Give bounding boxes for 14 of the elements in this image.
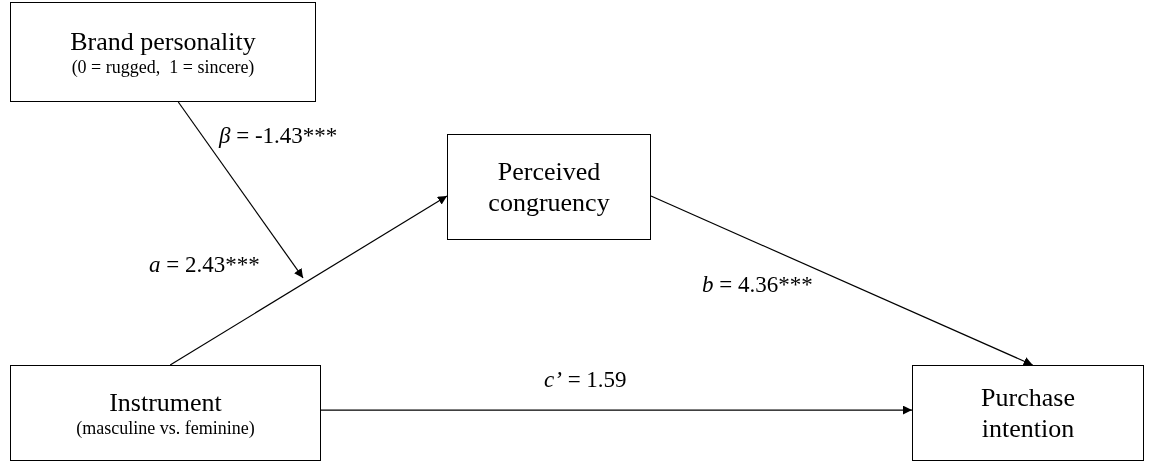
variable-box [447, 134, 651, 240]
variable-name: Perceived congruency [487, 155, 611, 219]
arrow [650, 195, 1034, 366]
variable-box [10, 2, 316, 102]
variable-note: (masculine vs. feminine) [76, 417, 255, 440]
variable-box [912, 365, 1144, 461]
arrow [169, 195, 448, 366]
variable-name: Instrument [109, 386, 222, 418]
variable-note: (0 = rugged, 1 = sincere) [71, 56, 255, 79]
variable-name: Purchase intention [980, 381, 1076, 445]
arrow [320, 405, 913, 415]
variable-name: Brand personality [70, 25, 256, 57]
variable-box [10, 365, 321, 461]
arrow [177, 101, 304, 279]
